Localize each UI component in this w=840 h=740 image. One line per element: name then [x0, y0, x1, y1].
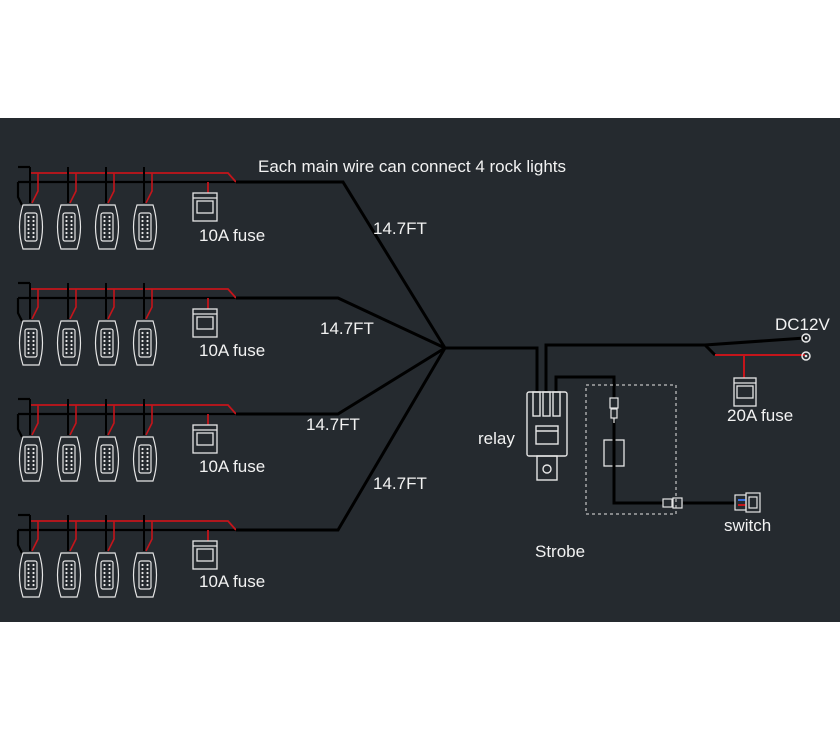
light-red-lead: [107, 173, 115, 204]
branch-black-drop: [16, 298, 23, 322]
strobe-module: [585, 384, 735, 515]
rock-light-icon: [56, 320, 82, 366]
rock-light-icon: [94, 204, 120, 250]
light-red-lead: [69, 405, 77, 436]
switch-icon: [734, 492, 761, 513]
rock-light-icon: [132, 204, 158, 250]
power-terminal-positive-dot: [804, 336, 808, 340]
rock-light-icon: [132, 552, 158, 598]
wire-length-label-4: 14.7FT: [373, 474, 427, 493]
light-red-lead: [145, 405, 153, 436]
strobe-connector-side-icon: [662, 497, 683, 509]
light-red-lead: [145, 521, 153, 552]
wire-length-label-3: 14.7FT: [306, 415, 360, 434]
light-branch-1: [16, 165, 237, 250]
power-terminal-positive: [801, 333, 811, 343]
rock-light-icon: [56, 436, 82, 482]
trunk-wire-1: [236, 180, 447, 349]
diagram-background: [0, 118, 840, 622]
branch-fuse-label-4: 10A fuse: [199, 572, 265, 591]
light-red-lead: [145, 173, 153, 204]
rock-light-icon: [18, 204, 44, 250]
main-fuse-label: 20A fuse: [727, 406, 793, 425]
wire-length-label-2: 14.7FT: [320, 319, 374, 338]
light-red-lead: [69, 173, 77, 204]
rock-light-icon: [56, 204, 82, 250]
power-section: [704, 333, 811, 407]
branch-red-wire: [30, 172, 237, 183]
relay-strobe-wire: [554, 375, 616, 398]
branch-black-drop: [16, 182, 23, 206]
light-red-lead: [31, 289, 39, 320]
branch-red-wire: [30, 288, 237, 299]
branch-fuse-label-2: 10A fuse: [199, 341, 265, 360]
trunk-wire-4: [236, 347, 447, 532]
power-positive-wire: [704, 336, 806, 347]
light-red-lead: [107, 521, 115, 552]
branch-fuse-icon: [192, 192, 218, 222]
wire-length-label-1: 14.7FT: [373, 219, 427, 238]
rock-light-icon: [94, 320, 120, 366]
rock-light-icon: [94, 436, 120, 482]
branch-fuse-icon: [192, 308, 218, 338]
trunk-to-relay-wire: [445, 346, 539, 392]
trunk-wire-3: [236, 346, 446, 416]
rock-light-icon: [132, 320, 158, 366]
branch-fuse-icon: [192, 424, 218, 454]
power-terminal-negative: [801, 351, 811, 361]
light-branches: [16, 165, 237, 598]
light-red-lead: [107, 405, 115, 436]
branch-red-wire: [30, 404, 237, 415]
strobe-connector-top-icon: [609, 397, 619, 423]
rock-light-icon: [56, 552, 82, 598]
light-red-lead: [107, 289, 115, 320]
light-red-lead: [31, 405, 39, 436]
branch-fuse-icon: [192, 540, 218, 570]
rock-light-icon: [94, 552, 120, 598]
light-red-lead: [69, 521, 77, 552]
rock-light-icon: [18, 320, 44, 366]
branch-black-drop: [16, 530, 23, 554]
strobe-dashed-box: [585, 384, 677, 515]
branch-fuse-label-1: 10A fuse: [199, 226, 265, 245]
trunk-wire-2: [236, 296, 446, 350]
light-red-lead: [69, 289, 77, 320]
rock-light-icon: [18, 436, 44, 482]
light-branch-3: [16, 397, 237, 482]
branch-red-wire: [30, 520, 237, 531]
main-trunk-wires: [236, 180, 717, 532]
relay-icon: [526, 391, 568, 481]
light-branch-4: [16, 513, 237, 598]
light-branch-2: [16, 281, 237, 366]
light-red-lead: [145, 289, 153, 320]
strobe-label: Strobe: [535, 542, 585, 561]
main-fuse-icon: [733, 377, 757, 407]
branch-black-drop: [16, 414, 23, 438]
branch-fuse-label-3: 10A fuse: [199, 457, 265, 476]
diagram-title: Each main wire can connect 4 rock lights: [258, 157, 566, 176]
rock-light-icon: [18, 552, 44, 598]
relay-label: relay: [478, 429, 515, 448]
rock-light-icon: [132, 436, 158, 482]
strobe-wire: [612, 420, 663, 505]
light-red-lead: [31, 521, 39, 552]
power-terminal-negative-dot: [804, 354, 808, 358]
switch-label: switch: [724, 516, 771, 535]
light-red-lead: [31, 173, 39, 204]
relay-feed-wire: [544, 343, 717, 392]
power-label: DC12V: [775, 315, 830, 334]
